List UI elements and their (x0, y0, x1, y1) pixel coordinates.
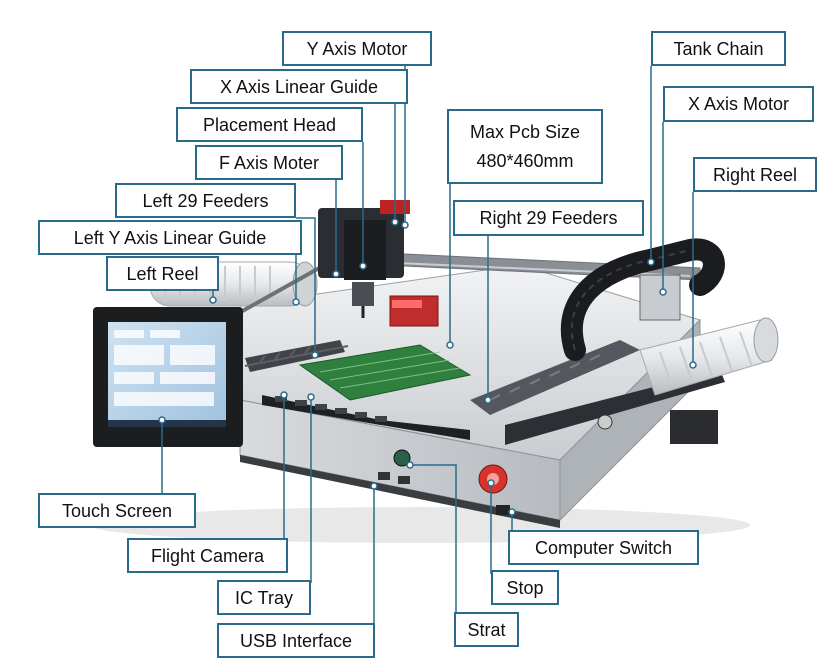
label-flight-camera: Flight Camera (127, 538, 288, 573)
label-x-axis-motor: X Axis Motor (663, 86, 814, 122)
label-computer-switch: Computer Switch (508, 530, 699, 565)
computer-switch-illustration (496, 505, 510, 515)
right-side-box (670, 410, 718, 444)
label-strat: Strat (454, 612, 519, 647)
label-left-reel: Left Reel (106, 256, 219, 291)
pcb-board (298, 344, 472, 401)
label-touch-screen: Touch Screen (38, 493, 196, 528)
machine-bottom-trim (240, 455, 560, 528)
label-max-pcb-size: Max Pcb Size 480*460mm (447, 109, 603, 184)
max-pcb-size-value: 480*460mm (476, 151, 574, 172)
label-ic-tray: IC Tray (217, 580, 311, 615)
label-left-y-axis-linear-guide: Left Y Axis Linear Guide (38, 220, 302, 255)
label-left-29-feeders: Left 29 Feeders (115, 183, 296, 218)
label-f-axis-moter: F Axis Moter (195, 145, 343, 180)
left-y-guide (229, 260, 331, 320)
label-tank-chain: Tank Chain (651, 31, 786, 66)
usb-port-2 (398, 476, 410, 484)
label-stop: Stop (491, 570, 559, 605)
label-right-29-feeders: Right 29 Feeders (453, 200, 644, 236)
touch-screen-illustration (93, 307, 243, 447)
right-reel-illustration (639, 317, 779, 396)
max-pcb-size-title: Max Pcb Size (469, 121, 581, 142)
label-placement-head: Placement Head (176, 107, 363, 142)
label-x-axis-linear-guide: X Axis Linear Guide (190, 69, 408, 104)
start-button-illustration (393, 449, 411, 467)
leader-dots (158, 218, 697, 516)
label-y-axis-motor: Y Axis Motor (282, 31, 432, 66)
x-axis-motor-illustration (639, 274, 681, 321)
label-usb-interface: USB Interface (217, 623, 375, 658)
label-right-reel: Right Reel (693, 157, 817, 192)
right-feeder-strip (470, 340, 640, 415)
usb-port-1 (378, 472, 390, 480)
